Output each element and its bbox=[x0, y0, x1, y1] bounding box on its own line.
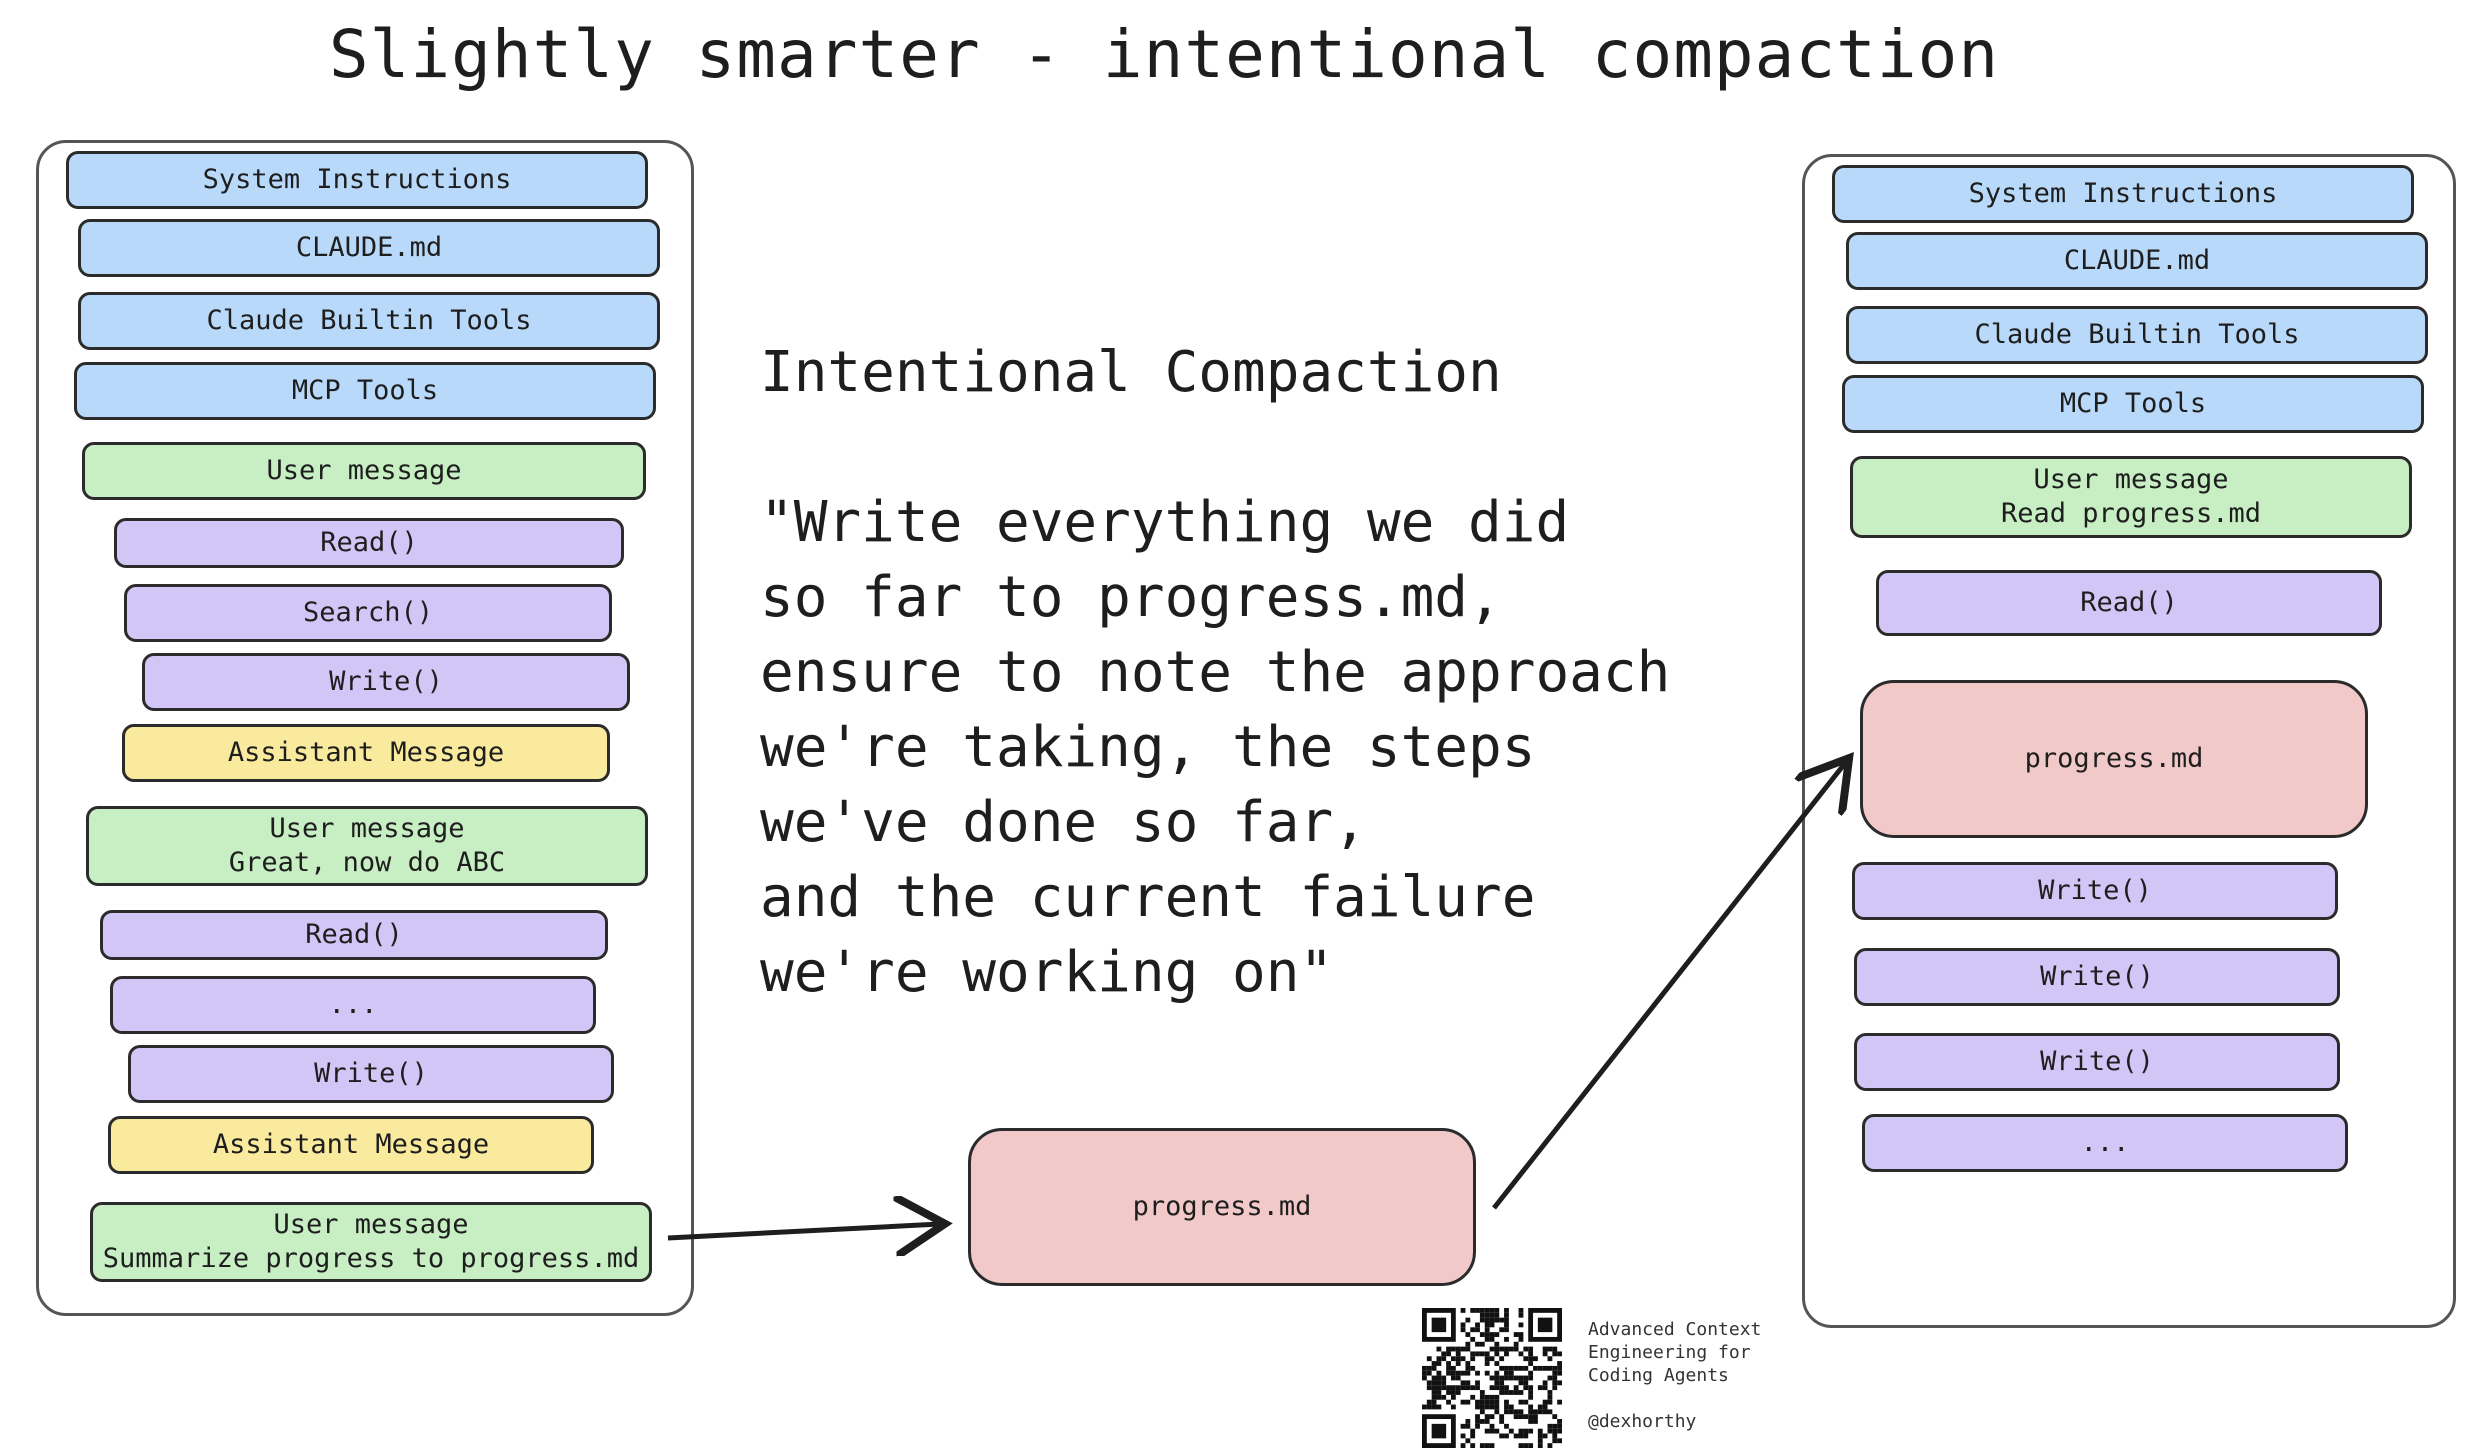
left-ellipsis-call: ... bbox=[110, 976, 596, 1034]
left-read-call-2: Read() bbox=[100, 910, 608, 960]
left-mcp-tools: MCP Tools bbox=[74, 362, 656, 420]
quote-line: ensure to note the approach bbox=[760, 640, 1671, 705]
arrow-to-progress-file bbox=[667, 1224, 940, 1238]
left-assistant-message-2: Assistant Message bbox=[108, 1116, 594, 1174]
left-user-message-summarize: User message Summarize progress to progr… bbox=[90, 1202, 652, 1282]
quote-line: we've done so far, bbox=[760, 790, 1367, 855]
right-system-instructions: System Instructions bbox=[1832, 165, 2414, 223]
caption-author: @dexhorthy bbox=[1588, 1411, 1697, 1432]
right-user-message: User message Read progress.md bbox=[1850, 456, 2412, 538]
left-write-call-2: Write() bbox=[128, 1045, 614, 1103]
right-claude-md: CLAUDE.md bbox=[1846, 232, 2428, 290]
qr-code-icon bbox=[1422, 1308, 1562, 1448]
caption-line bbox=[1588, 1387, 1848, 1410]
caption-line: Engineering for bbox=[1588, 1342, 1751, 1363]
caption-line: Coding Agents bbox=[1588, 1365, 1729, 1386]
right-write-call-1: Write() bbox=[1852, 862, 2338, 920]
left-search-call: Search() bbox=[124, 584, 612, 642]
right-write-call-3: Write() bbox=[1854, 1033, 2340, 1091]
left-builtin-tools: Claude Builtin Tools bbox=[78, 292, 660, 350]
quote-line: "Write everything we did bbox=[760, 490, 1570, 555]
quote-line: and the current failure bbox=[760, 865, 1536, 930]
right-read-call: Read() bbox=[1876, 570, 2382, 636]
caption-line: Advanced Context bbox=[1588, 1319, 1762, 1340]
right-write-call-2: Write() bbox=[1854, 948, 2340, 1006]
right-progress-file: progress.md bbox=[1860, 680, 2368, 838]
left-user-message-2: User message Great, now do ABC bbox=[86, 806, 648, 886]
quote-line: we're working on" bbox=[760, 940, 1334, 1005]
left-assistant-message-1: Assistant Message bbox=[122, 724, 610, 782]
quote-line: so far to progress.md, bbox=[760, 565, 1502, 630]
footer-caption: Advanced Context Engineering for Coding … bbox=[1588, 1318, 1848, 1433]
right-ellipsis-call: ... bbox=[1862, 1114, 2348, 1172]
left-claude-md: CLAUDE.md bbox=[78, 219, 660, 277]
diagram-title: Slightly smarter - intentional compactio… bbox=[328, 16, 2000, 93]
left-write-call-1: Write() bbox=[142, 653, 630, 711]
left-read-call-1: Read() bbox=[114, 518, 624, 568]
left-user-message-1: User message bbox=[82, 442, 646, 500]
middle-progress-file: progress.md bbox=[968, 1128, 1476, 1286]
right-mcp-tools: MCP Tools bbox=[1842, 375, 2424, 433]
intentional-compaction-text: Intentional Compaction "Write everything… bbox=[760, 335, 1760, 1010]
compaction-heading: Intentional Compaction bbox=[760, 340, 1502, 405]
left-system-instructions: System Instructions bbox=[66, 151, 648, 209]
arrow-to-new-context bbox=[1492, 762, 1846, 1210]
quote-line: we're taking, the steps bbox=[760, 715, 1536, 780]
right-builtin-tools: Claude Builtin Tools bbox=[1846, 306, 2428, 364]
